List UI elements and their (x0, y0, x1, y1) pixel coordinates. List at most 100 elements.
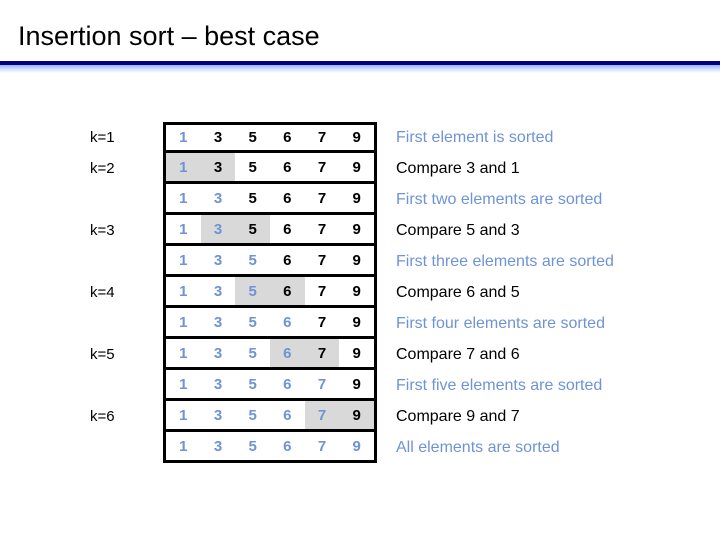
array-cell: 6 (283, 129, 292, 146)
step-description: Compare 3 and 1 (396, 160, 520, 177)
iteration-label: k=6 (90, 408, 115, 425)
step-description: First two elements are sorted (396, 191, 603, 208)
array-cell: 5 (235, 215, 271, 243)
array-cell: 1 (179, 344, 188, 362)
iteration-label: k=1 (90, 129, 115, 146)
array-cell: 1 (179, 282, 188, 300)
iteration-label: k=5 (90, 346, 115, 363)
array-cell: 1 (179, 437, 188, 455)
array-cell: 3 (213, 251, 223, 269)
array-cell: 7 (317, 375, 327, 393)
array-cell: 1 (179, 406, 188, 424)
array-row: 1 3 5 6 7 9 (163, 432, 377, 463)
step-description: First element is sorted (396, 129, 554, 146)
step-description: Compare 5 and 3 (396, 222, 520, 239)
array-cell: 5 (248, 313, 257, 331)
array-cell: 5 (248, 251, 257, 269)
array-row: 1 3 5 6 7 9 (163, 370, 377, 401)
iteration-label: k=2 (90, 160, 115, 177)
trace-row: 1 3 5 6 7 9 First four elements are sorted (0, 308, 720, 339)
array-cell: 6 (270, 339, 305, 367)
array-cell: 7 (317, 129, 327, 146)
array-cell: 3 (213, 406, 223, 424)
array-row: 1 3 5 6 7 9 (163, 308, 377, 339)
array-cell: 5 (235, 277, 271, 305)
array-cell: 6 (270, 277, 305, 305)
array-cell: 7 (317, 220, 327, 238)
title-divider (0, 61, 720, 73)
array-cell: 3 (213, 282, 223, 300)
array-cell: 9 (339, 401, 375, 429)
step-description: Compare 6 and 5 (396, 284, 520, 301)
divider-dark-line (0, 61, 720, 65)
array-cell: 9 (352, 344, 361, 362)
array-cell: 7 (317, 251, 327, 269)
array-cell: 7 (317, 282, 327, 300)
array-cell: 5 (248, 189, 257, 207)
iteration-label: k=3 (90, 222, 115, 239)
array-cell: 6 (283, 406, 292, 424)
step-description: Compare 9 and 7 (396, 408, 520, 425)
array-cell: 9 (352, 437, 361, 455)
array-cell: 3 (200, 215, 236, 243)
array-cell: 6 (283, 251, 292, 269)
array-cell: 6 (283, 375, 292, 393)
array-cell: 9 (352, 220, 361, 238)
array-cell: 3 (213, 437, 223, 455)
array-cell: 7 (304, 339, 340, 367)
array-cell: 6 (283, 220, 292, 238)
array-cell: 1 (179, 220, 188, 238)
page-title: Insertion sort – best case (18, 21, 320, 51)
array-cell: 5 (248, 344, 257, 362)
array-cell: 7 (317, 313, 327, 331)
array-cell: 7 (304, 401, 340, 429)
array-cell: 7 (317, 158, 327, 176)
array-cell: 3 (213, 344, 223, 362)
array-cell: 5 (248, 158, 257, 176)
array-cell: 3 (213, 375, 223, 393)
trace-row: 1 3 5 6 7 9 First five elements are sorted (0, 370, 720, 401)
iteration-label: k=4 (90, 284, 115, 301)
array-cell: 3 (213, 313, 223, 331)
array-cell: 1 (179, 313, 188, 331)
array-cell: 9 (352, 375, 361, 393)
array-cell: 9 (352, 158, 361, 176)
array-cell: 3 (213, 129, 223, 146)
array-cell: 3 (213, 189, 223, 207)
divider-gradient (0, 65, 720, 73)
array-cell: 7 (317, 189, 327, 207)
array-cell: 5 (248, 437, 257, 455)
array-cell: 5 (248, 406, 257, 424)
step-description: First four elements are sorted (396, 315, 605, 332)
array-cell: 9 (352, 313, 361, 331)
array-cell: 6 (283, 437, 292, 455)
step-description: First three elements are sorted (396, 253, 614, 270)
array-cell: 5 (248, 375, 257, 393)
array-cell: 7 (317, 437, 327, 455)
array-cell: 9 (352, 129, 361, 146)
array-cell: 1 (179, 375, 188, 393)
array-cell: 3 (200, 153, 236, 181)
array-cell: 5 (248, 129, 257, 146)
array-cell: 9 (352, 251, 361, 269)
step-description: First five elements are sorted (396, 377, 603, 394)
array-cell: 6 (283, 313, 292, 331)
array-cell: 9 (352, 189, 361, 207)
array-cell: 9 (352, 282, 361, 300)
